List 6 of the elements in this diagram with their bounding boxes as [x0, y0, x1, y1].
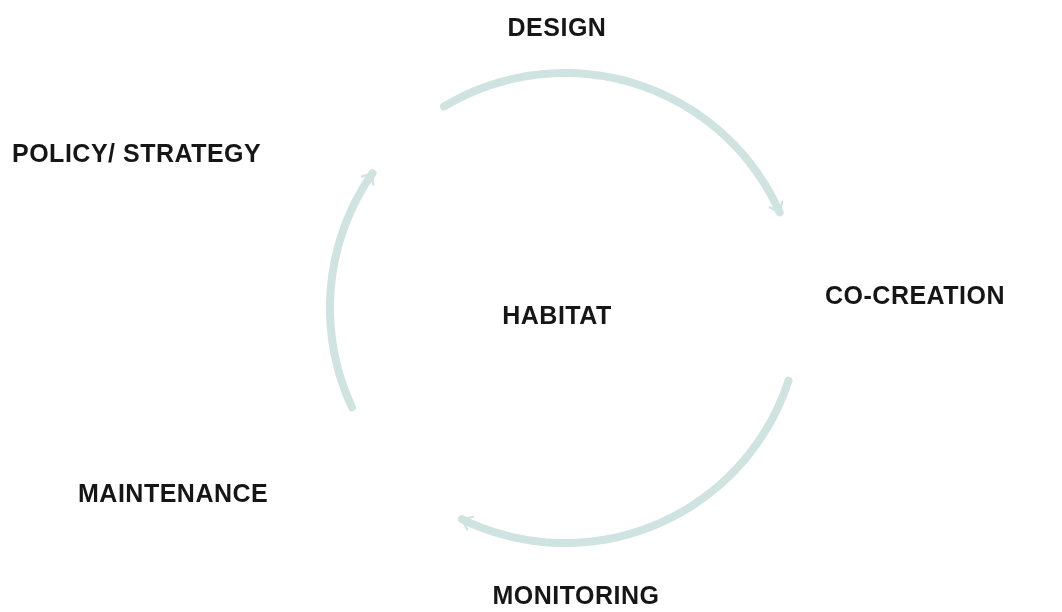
stage-label: POLICY/ STRATEGY — [12, 138, 262, 168]
stage-label: CO-CREATION — [825, 280, 1006, 310]
stage-label: DESIGN — [507, 12, 607, 42]
center-label: HABITAT — [502, 300, 612, 330]
stage-label: MAINTENANCE — [78, 478, 269, 508]
stage-label: MONITORING — [492, 580, 660, 610]
